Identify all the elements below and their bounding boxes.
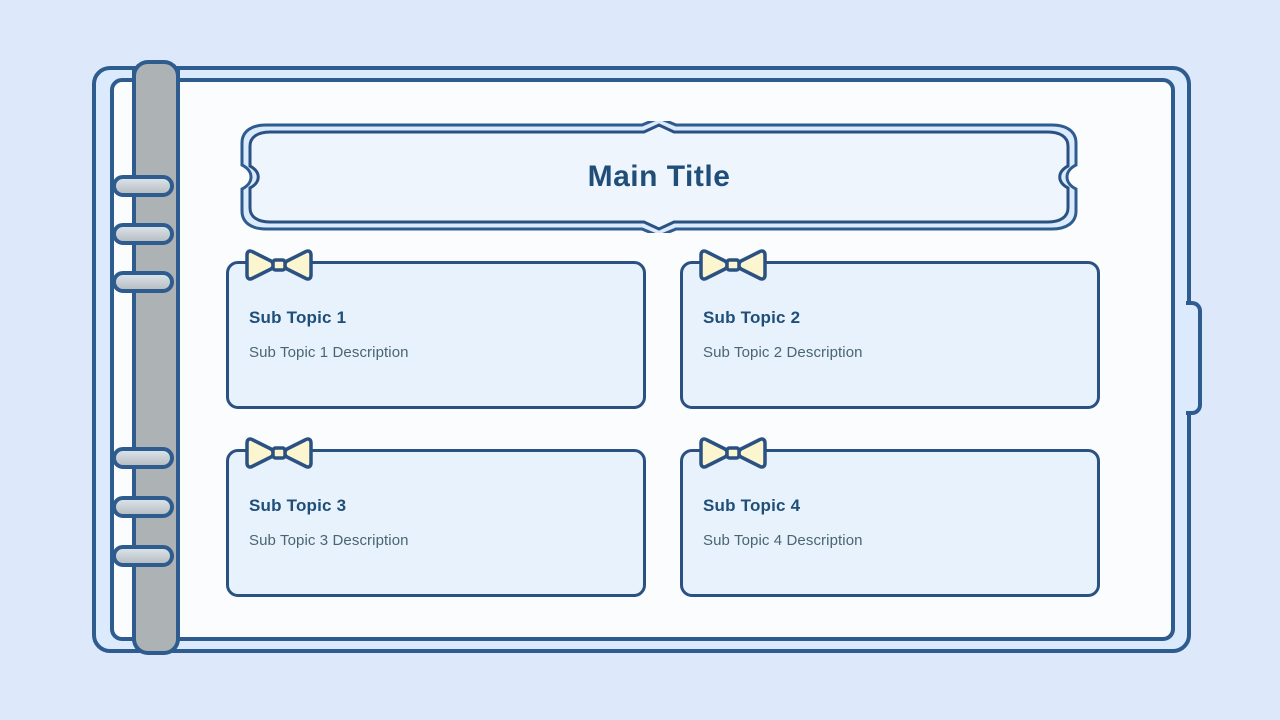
card-title: Sub Topic 4 <box>703 496 801 515</box>
binder-ring <box>112 496 174 518</box>
card-title: Sub Topic 1 <box>249 308 347 327</box>
binder-ring <box>112 447 174 469</box>
bow-ribbon-icon <box>697 247 769 283</box>
banner-ornament-frame <box>240 121 1078 233</box>
page-title: Main Title <box>587 160 731 193</box>
card-description: Sub Topic 3 Description <box>249 532 409 549</box>
sub-topic-card[interactable]: Sub Topic 2 Sub Topic 2 Description <box>680 249 1100 409</box>
binder-spine-cap-top <box>132 60 180 86</box>
binder-spine-cap-bottom <box>132 627 180 655</box>
binder-spine-edge-right <box>176 66 180 636</box>
binder-ring <box>112 545 174 567</box>
bookmark-tab[interactable] <box>1186 301 1202 415</box>
sub-topic-card[interactable]: Sub Topic 1 Sub Topic 1 Description <box>226 249 646 409</box>
bow-ribbon-icon <box>243 247 315 283</box>
binder-ring <box>112 175 174 197</box>
main-title-banner[interactable]: Main Title <box>222 121 1096 233</box>
binder-ring <box>112 271 174 293</box>
sub-topic-card[interactable]: Sub Topic 3 Sub Topic 3 Description <box>226 437 646 597</box>
card-title: Sub Topic 2 <box>703 308 801 327</box>
bow-ribbon-icon <box>243 435 315 471</box>
card-description: Sub Topic 4 Description <box>703 532 863 549</box>
sub-topic-card[interactable]: Sub Topic 4 Sub Topic 4 Description <box>680 437 1100 597</box>
card-title: Sub Topic 3 <box>249 496 347 515</box>
card-description: Sub Topic 2 Description <box>703 344 863 361</box>
binder-ring <box>112 223 174 245</box>
binder-spine-edge-left <box>132 66 136 636</box>
bow-ribbon-icon <box>697 435 769 471</box>
card-description: Sub Topic 1 Description <box>249 344 409 361</box>
